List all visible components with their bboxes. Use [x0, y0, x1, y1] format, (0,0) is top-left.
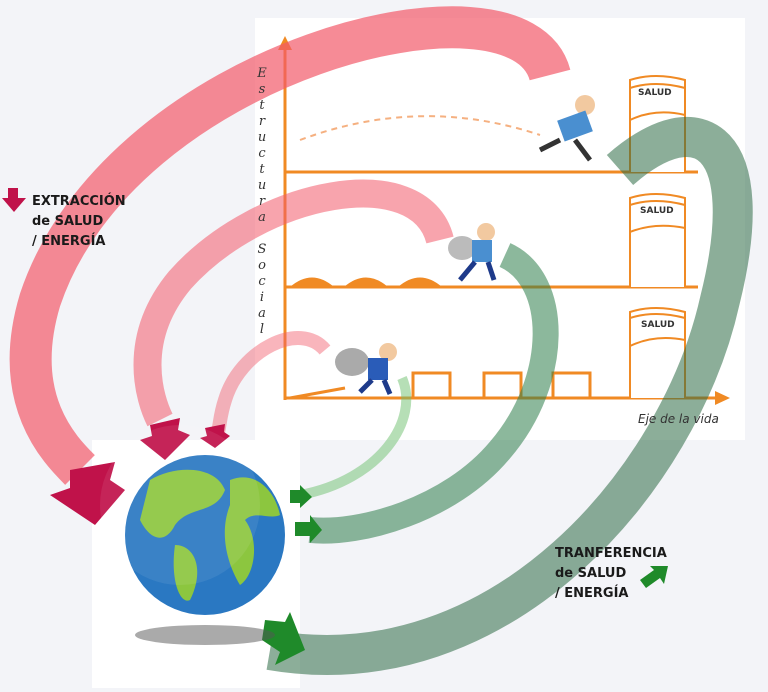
y-label-letter: r	[258, 194, 266, 209]
y-label-letter: i	[259, 290, 265, 305]
legend-extraction: EXTRACCIÓN de SALUD / ENERGÍA	[32, 192, 126, 252]
y-label-space	[255, 226, 269, 242]
ramp-bottom	[289, 386, 346, 400]
y-label-letter: c	[258, 274, 266, 289]
legend-transfer: TRANFERENCIA de SALUD / ENERGÍA	[555, 544, 667, 604]
bumps-middle	[290, 277, 442, 287]
y-label-letter: a	[258, 210, 266, 225]
x-axis-arrow-icon	[715, 391, 730, 405]
flag-label: SALUD	[641, 320, 675, 330]
runner-bottom-icon	[335, 343, 397, 395]
y-label-letter: t	[259, 162, 265, 177]
y-label-letter: o	[258, 258, 266, 273]
y-label-letter: r	[258, 114, 266, 129]
legend-line: de SALUD	[555, 566, 627, 581]
legend-line: de SALUD	[32, 214, 104, 229]
y-label-letter: u	[257, 130, 267, 145]
runner-middle-icon	[448, 223, 497, 282]
y-label-letter: c	[258, 146, 266, 161]
y-label-letter: s	[258, 82, 266, 97]
y-label-letter: E	[257, 66, 267, 81]
globe-icon	[100, 425, 285, 615]
trajectory-top	[299, 115, 541, 141]
extraction-arrows	[50, 418, 230, 525]
y-label-letter: l	[259, 322, 265, 337]
y-label-letter: t	[259, 98, 265, 113]
legend-line: TRANFERENCIA	[555, 546, 667, 561]
y-label-letter: a	[258, 306, 266, 321]
transfer-arrows	[262, 485, 322, 665]
extraction-arrow-icon	[2, 188, 26, 212]
legend-line: / ENERGÍA	[555, 586, 629, 601]
transfer-arcs	[266, 116, 753, 675]
flag-label: SALUD	[640, 206, 674, 216]
y-label-letter: u	[257, 178, 267, 193]
transfer-arrow-icon	[640, 566, 668, 588]
extraction-arcs	[9, 6, 571, 485]
globe-shadow	[135, 625, 275, 645]
runner-top-icon	[538, 95, 595, 162]
y-axis-label: E s t r u c t u r a S o c i a l	[255, 66, 269, 338]
legend-line: / ENERGÍA	[32, 234, 106, 249]
x-axis-label: Eje de la vida	[638, 412, 719, 426]
legend-line: EXTRACCIÓN	[32, 194, 126, 209]
flag-label: SALUD	[638, 88, 672, 98]
y-label-letter: S	[257, 242, 267, 257]
hurdles	[411, 371, 592, 398]
